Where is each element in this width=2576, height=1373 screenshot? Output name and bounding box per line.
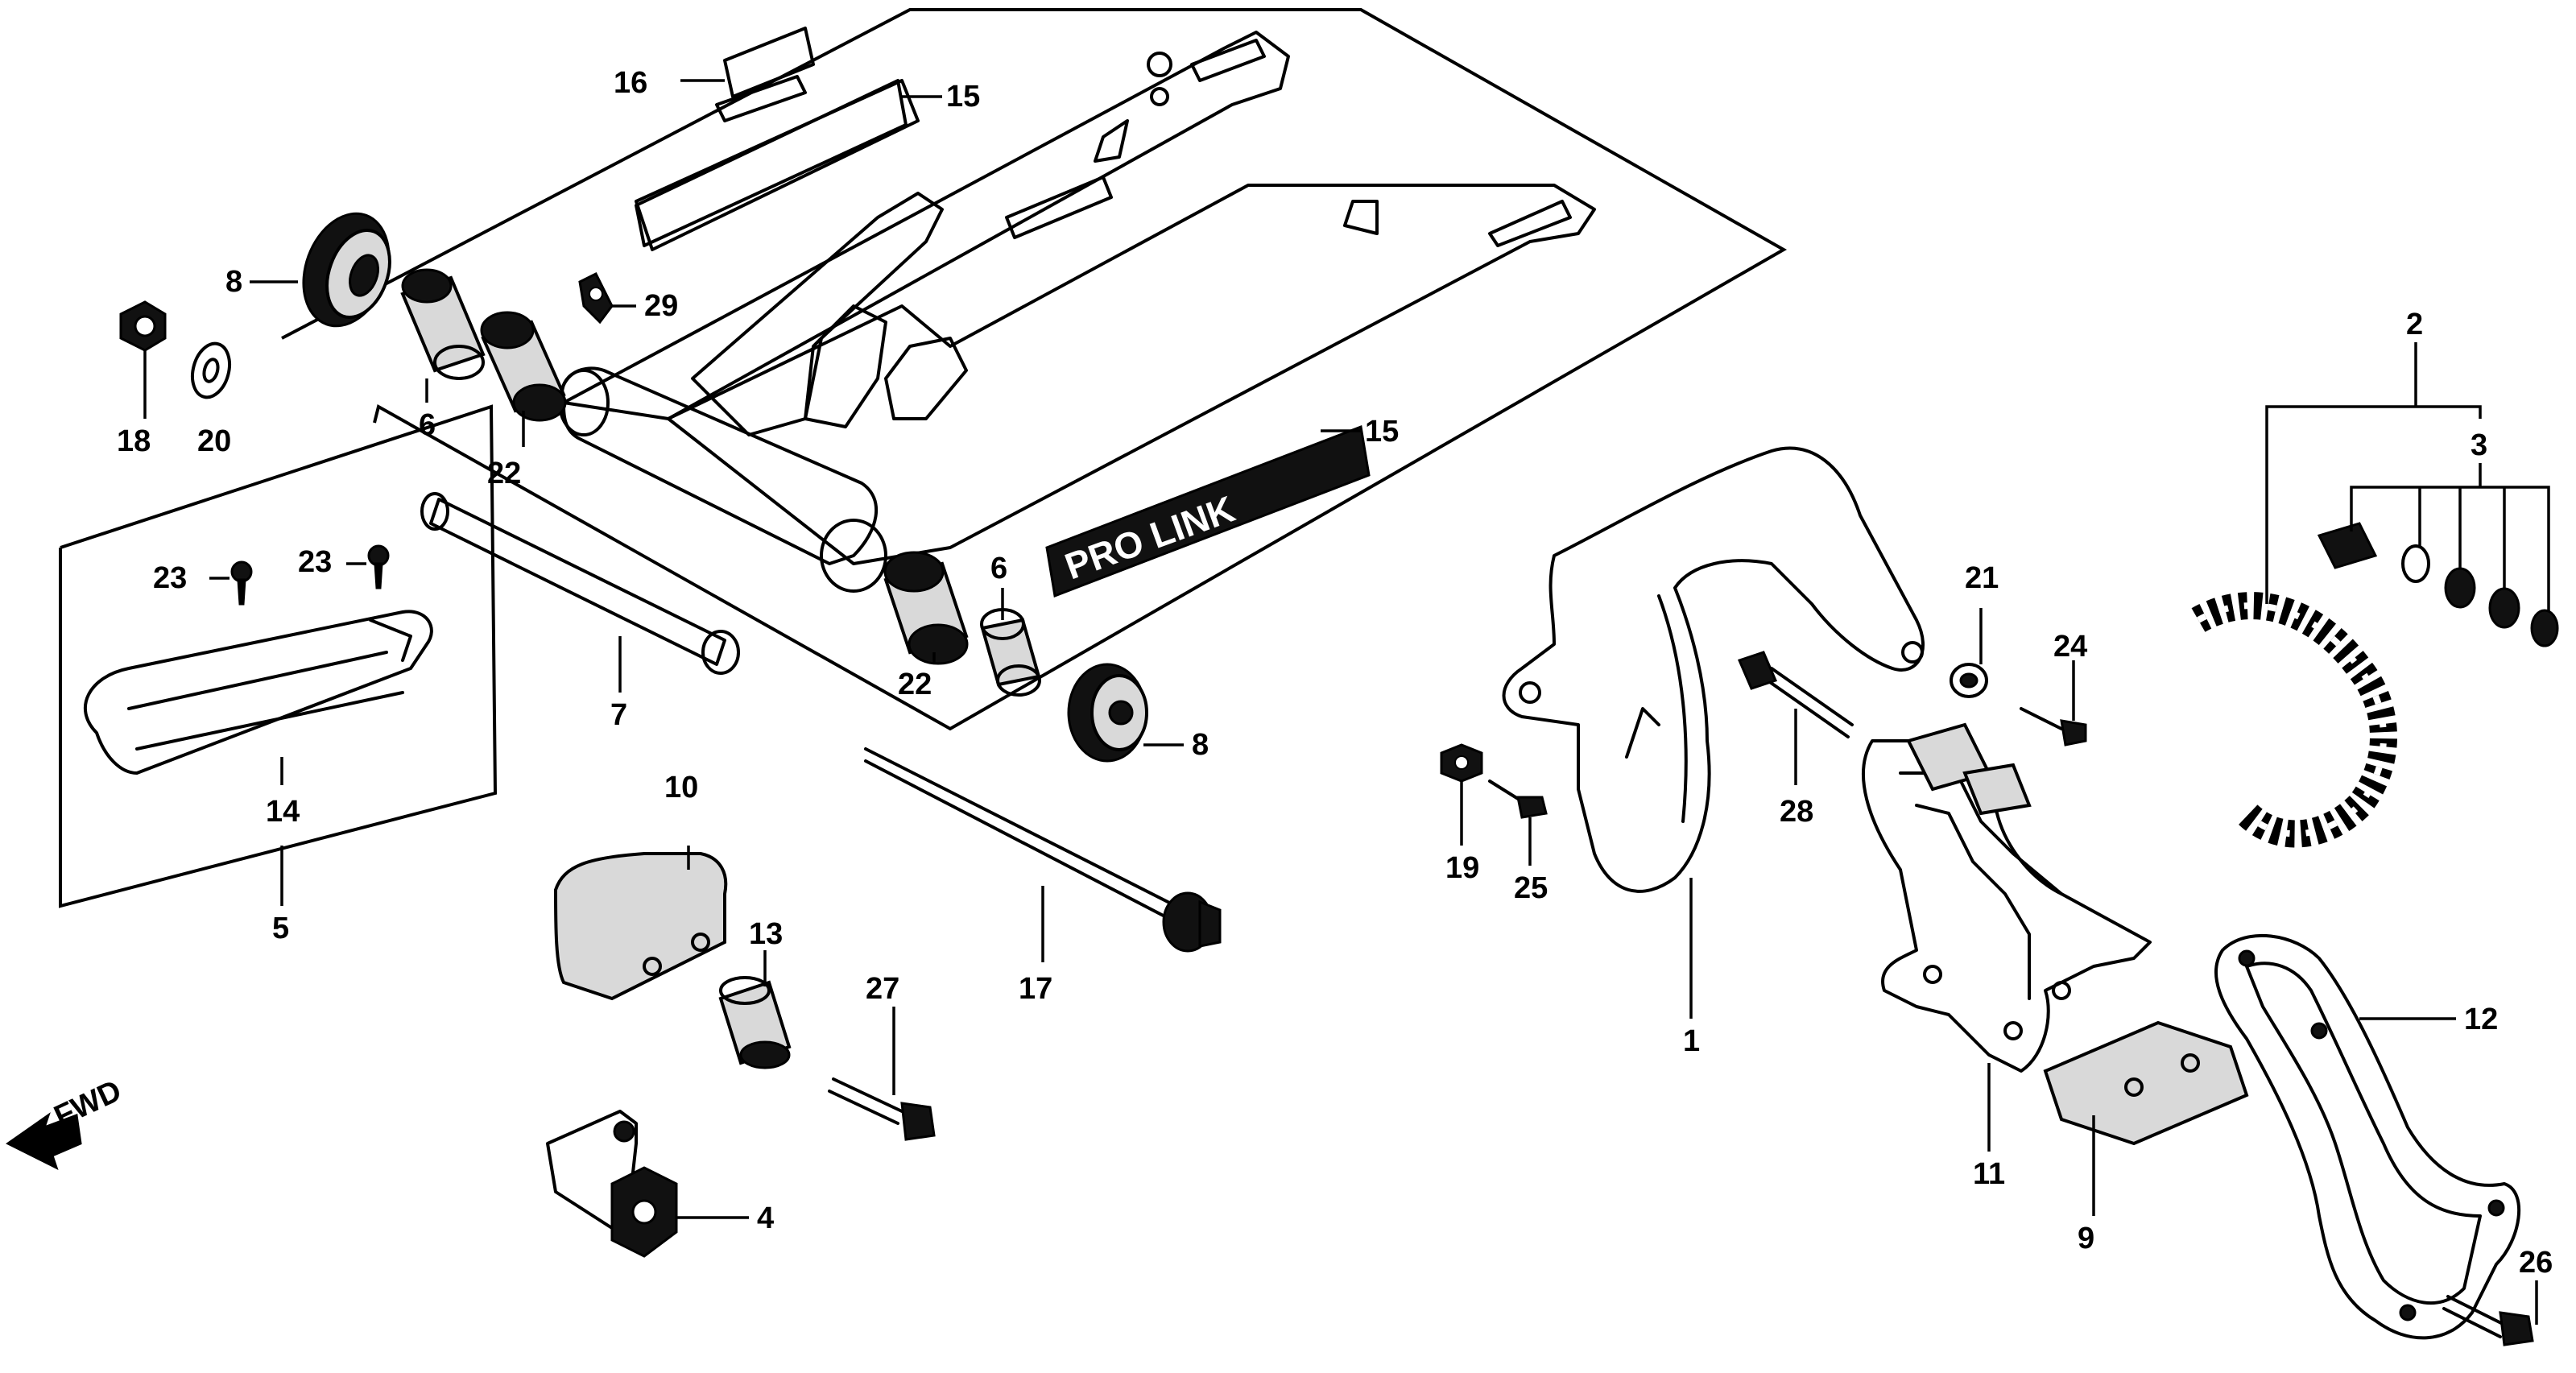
bearing-22-upper [480,311,567,422]
callout-27: 27 [866,972,899,1006]
callout-22-lower: 22 [898,668,932,701]
chain-case-1 [1502,446,1925,893]
callout-22-upper: 22 [487,457,521,490]
chain-slider-14 [83,610,433,775]
callout-4: 4 [757,1201,774,1235]
decal-pro-link: PRO LINK [1045,424,1371,598]
nut-19 [1440,743,1483,783]
callout-23-left: 23 [153,561,187,595]
decal-text: PRO LINK [1060,487,1240,587]
callout-26: 26 [2519,1246,2553,1280]
callout-6-lower: 6 [990,552,1007,585]
swingarm [558,31,1596,593]
callout-8-upper: 8 [225,265,242,299]
dust-seal-upper [302,212,391,328]
bolt-27 [828,1077,936,1141]
mount-4 [546,1110,678,1258]
decal-small [723,27,815,98]
callout-13: 13 [749,917,783,951]
screw-23-right [367,544,390,589]
callout-18: 18 [117,424,151,458]
callout-12: 12 [2464,1003,2498,1036]
pivot-shaft-7 [420,492,740,675]
callout-8-lower: 8 [1192,728,1209,762]
fwd-arrow: FWD [6,1074,126,1170]
bushing-6-upper [400,268,486,380]
plate-12 [2214,933,2521,1340]
drive-chain-2 [2191,592,2397,848]
callout-23-right: 23 [298,545,332,579]
washer-20 [190,341,232,399]
callout-28: 28 [1780,795,1813,829]
bolt-28 [1737,651,1854,738]
callout-20: 20 [197,424,231,458]
callout-6-upper: 6 [419,408,436,442]
bearing-22-lower [883,551,969,665]
bolt-24 [2020,707,2087,746]
leader-lines [143,79,2550,1325]
collar-13 [718,976,792,1069]
callout-2: 2 [2406,308,2423,341]
master-link-3 [2317,522,2559,647]
screw-23-left [230,560,253,606]
callout-10: 10 [664,771,698,804]
callout-29: 29 [644,289,678,323]
clip-29 [578,271,614,325]
bolt-25 [1488,780,1548,819]
washer-21 [1950,663,1988,698]
bolt-26 [2442,1295,2534,1346]
callout-25: 25 [1514,871,1548,905]
callout-7: 7 [610,698,627,732]
callout-14: 14 [266,795,300,829]
callout-3: 3 [2471,428,2487,462]
decal-upper [635,79,908,247]
plate-9 [2043,1020,2249,1146]
callout-11: 11 [1973,1157,2005,1191]
callout-5: 5 [272,912,289,945]
callout-21: 21 [1965,561,1999,595]
bracket-11 [1862,722,2152,1073]
callout-17: 17 [1019,972,1052,1006]
callout-15-lower: 15 [1365,415,1399,449]
callout-labels: 16 15 8 18 20 6 22 29 15 6 22 8 7 14 5 2… [117,66,2553,1280]
bolt-17 [864,747,1222,953]
callout-15-upper: 15 [946,80,980,114]
dust-seal-lower [1067,663,1148,763]
block-10 [553,852,728,1001]
callout-16: 16 [614,66,647,100]
swingarm-group-frame [59,8,1788,908]
callout-24: 24 [2053,630,2087,664]
fwd-label: FWD [49,1074,126,1135]
nut-18 [119,300,167,352]
callout-19: 19 [1445,851,1479,885]
callout-1: 1 [1683,1024,1700,1058]
callout-9: 9 [2078,1222,2094,1255]
